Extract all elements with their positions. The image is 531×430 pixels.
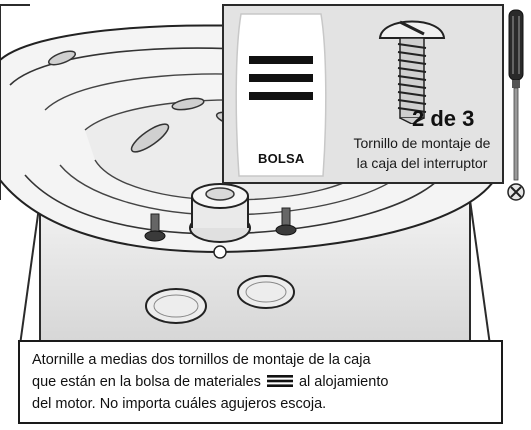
screw-description: Tornillo de montaje de la caja del inter… [338,133,506,173]
instruction-line-1: Atornille a medias dos tornillos de mont… [32,352,371,368]
housing-frame [0,4,30,200]
instruction-line-2-end: al alojamiento [298,374,389,390]
instruction-line-3: del motor. No importa cuáles agujeros es… [32,396,327,412]
three-bars-icon [266,375,293,387]
three-bars-icon [249,56,313,100]
screw-description-line-1: Tornillo de montaje de [353,135,491,151]
hardware-bag-icon [235,13,327,177]
plate-hole-right [237,275,295,309]
bag-label: BOLSA [258,151,305,166]
instruction-line-2-start: que están en la bolsa de materiales [32,374,261,390]
plate-hole-left [145,288,207,324]
screwdriver-icon [507,9,525,201]
instruction-caption: Atornille a medias dos tornillos de mont… [18,340,503,424]
half-driven-screw-right [275,207,297,236]
half-driven-screw-left [144,213,166,242]
instruction-line-2: que están en la bolsa de materiales al al… [32,371,491,393]
screw-description-line-2: la caja del interruptor [356,155,488,171]
screw-count: 2 de 3 [412,106,475,131]
pan-head-screw-icon [378,20,446,124]
motor-hub [189,183,251,259]
